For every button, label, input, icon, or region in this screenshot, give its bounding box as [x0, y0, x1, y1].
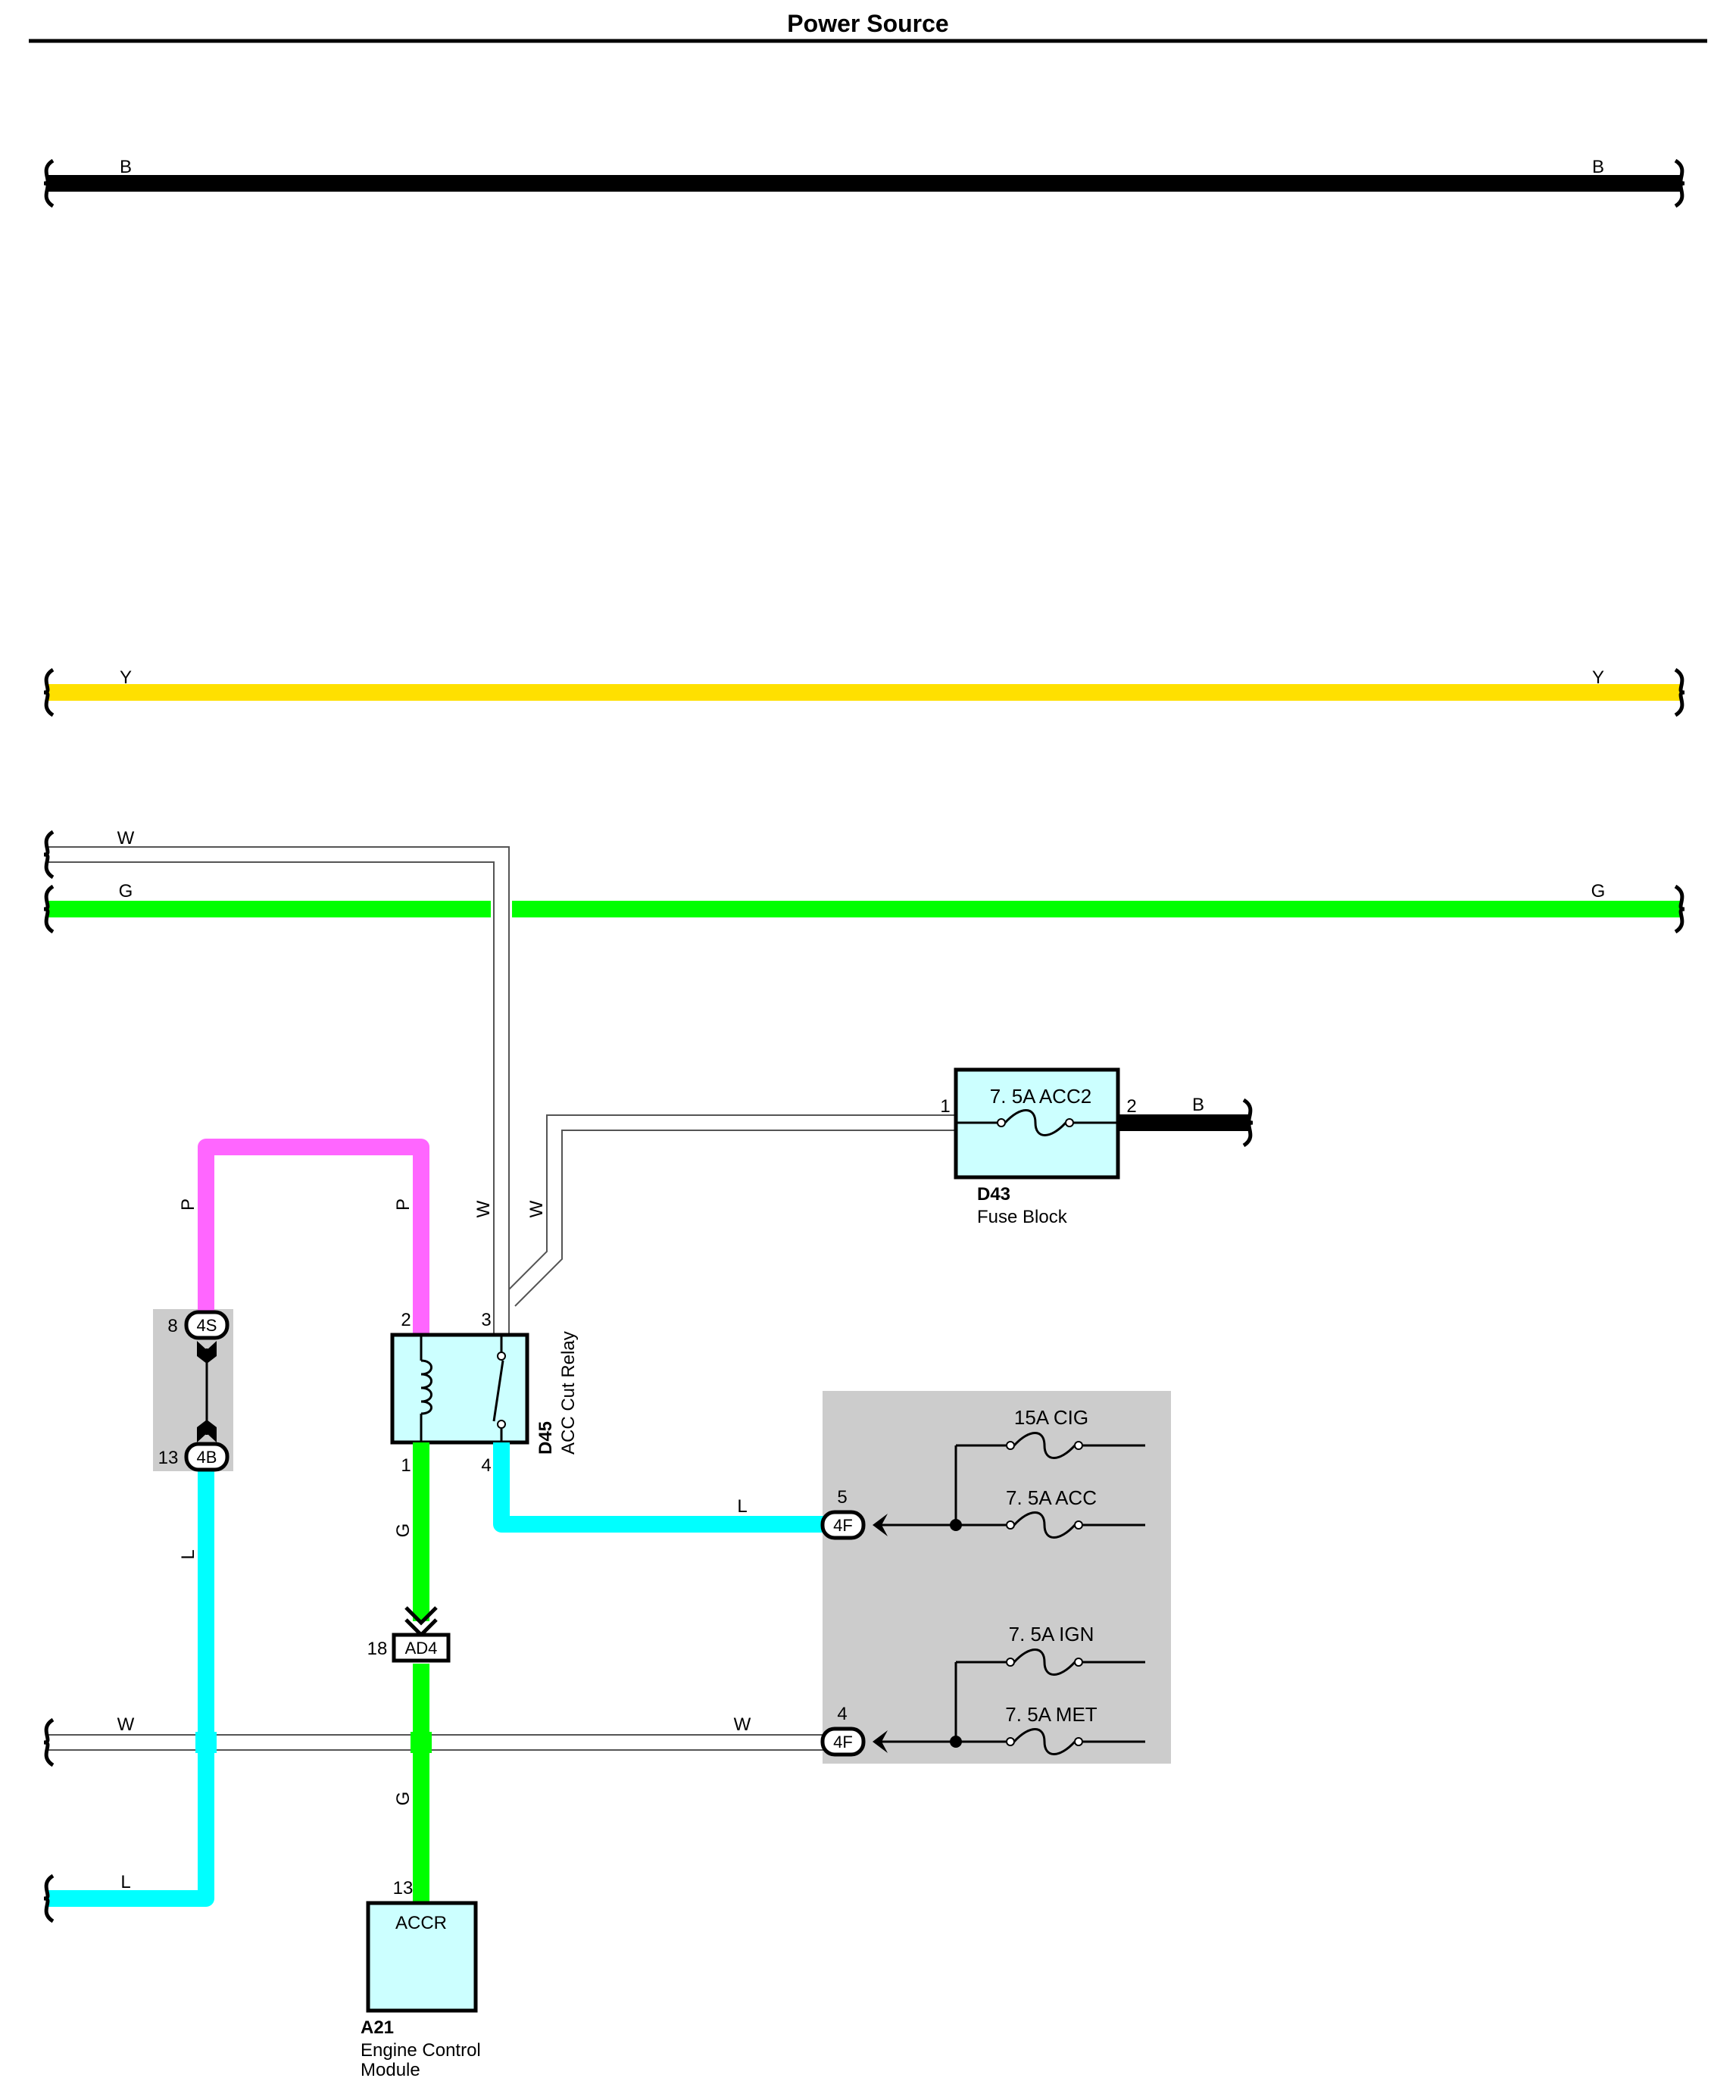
fuse-met: 7. 5A MET [1005, 1703, 1145, 1755]
relay-pin-2: 2 [401, 1310, 411, 1330]
wire-l-left [47, 1456, 214, 1907]
wire-w-bottom: W W [43, 1714, 826, 1767]
wire-l-left-break [43, 1873, 55, 1923]
fuse-acc: 7. 5A ACC [1006, 1486, 1145, 1539]
page-title: Power Source [787, 10, 948, 37]
fuse-block-pin-1: 1 [940, 1096, 950, 1117]
relay-pin-4: 4 [481, 1455, 491, 1476]
bus-b-right-break [1674, 158, 1685, 208]
wire-g-ecm-label: G [393, 1792, 414, 1806]
wire-l-left-label: L [178, 1549, 198, 1559]
connector-4b: 4B 13 [158, 1442, 229, 1472]
relay-code: D45 [535, 1421, 556, 1455]
bus-y-left-break [43, 667, 55, 717]
junction-block: 4F 5 4F 4 15A CIG 7. 5A ACC [820, 1406, 1145, 1757]
wire-b-fuse-out-label: B [1192, 1095, 1204, 1115]
wire-w-top-label: W [117, 828, 135, 848]
connector-4b-pin: 13 [158, 1448, 179, 1468]
wire-w-bottom-left-label: W [117, 1714, 135, 1735]
bus-g-right-break [1674, 884, 1685, 934]
ecm-pin: 13 [393, 1878, 414, 1898]
bus-y-left-label: Y [120, 667, 132, 688]
wire-p-right-label: P [393, 1198, 414, 1211]
junction-block-background [823, 1391, 1171, 1764]
connector-4f-upper-label: 4F [833, 1516, 853, 1535]
wire-p [198, 1139, 429, 1335]
relay-name: ACC Cut Relay [558, 1331, 579, 1455]
wire-w-relay-label-2: W [526, 1200, 547, 1217]
fuse-acc-label: 7. 5A ACC [1006, 1486, 1097, 1509]
connector-4f-lower-pin: 4 [837, 1704, 847, 1724]
wire-w-bottom-mid-label: W [734, 1714, 751, 1735]
bus-g-left-break [43, 884, 55, 934]
fuse-cig-label: 15A CIG [1014, 1406, 1088, 1429]
connector-4s-4b-link [197, 1341, 217, 1442]
fuse-block-code: D43 [977, 1184, 1010, 1205]
wire-b-fuse-out-break [1242, 1098, 1254, 1148]
fuse-block-d43: 7. 5A ACC2 1 2 D43 Fuse Block [940, 1067, 1137, 1227]
bus-b-right-label: B [1592, 157, 1604, 177]
connector-4f-lower-label: 4F [833, 1733, 853, 1752]
wire-g-relay-label: G [393, 1523, 414, 1538]
connector-ad4-pin: 18 [367, 1639, 388, 1659]
connector-4f-lower-arrow [873, 1730, 888, 1753]
ecm-code: A21 [361, 2017, 394, 2038]
wire-w-relay-label-1: W [473, 1200, 494, 1217]
fuse-block-pin-2: 2 [1126, 1096, 1136, 1117]
relay-switch-symbol [492, 1360, 504, 1422]
fuse-ign: 7. 5A IGN [1006, 1623, 1145, 1676]
relay-d45: 2 3 1 4 D45 ACC Cut Relay [390, 1310, 579, 1476]
connector-ad4-label: AD4 [405, 1639, 438, 1658]
bus-y-right-break [1674, 667, 1685, 717]
connector-4s: 4S 8 [167, 1310, 229, 1340]
bus-g-right-label: G [1591, 881, 1606, 902]
wire-w-top: W [43, 828, 510, 1342]
ecm-name-line1: Engine Control [361, 2040, 481, 2061]
fuse-acc2-label: 7. 5A ACC2 [990, 1085, 1091, 1108]
connector-4f-upper-pin: 5 [837, 1487, 847, 1508]
connector-4b-label: 4B [197, 1448, 217, 1467]
wire-w-top-break [43, 830, 55, 880]
ecm-a21: ACCR 13 A21 Engine Control Module [361, 1878, 481, 2080]
ecm-name-line2: Module [361, 2060, 420, 2080]
bus-y: Y Y [43, 667, 1685, 717]
fuse-cig: 15A CIG [1006, 1406, 1145, 1459]
wire-p-left-label: P [178, 1198, 198, 1211]
wire-l-relay-out [493, 1442, 826, 1533]
connector-4f-upper-arrow [873, 1514, 888, 1536]
bus-b: B B [43, 157, 1685, 208]
fuse-met-label: 7. 5A MET [1005, 1703, 1097, 1726]
connector-4f-upper [820, 1510, 866, 1540]
fuse-ign-label: 7. 5A IGN [1009, 1623, 1094, 1645]
fuse-block-name: Fuse Block [977, 1207, 1068, 1227]
wire-w-bottom-break [43, 1717, 55, 1767]
ecm-terminal-label: ACCR [395, 1913, 447, 1933]
connector-4f-lower [820, 1727, 866, 1757]
connector-4s-pin: 8 [167, 1316, 177, 1336]
relay-coil-symbol [420, 1359, 432, 1415]
wire-l-relay-out-label: L [737, 1496, 747, 1517]
bus-b-left-break [43, 158, 55, 208]
bus-g: G G [43, 881, 1685, 934]
wire-w-fuse-to-relay [508, 1114, 956, 1307]
fuse-acc2-symbol [1004, 1109, 1067, 1136]
bus-l-left-label: L [120, 1872, 130, 1892]
bus-g-left-label: G [119, 881, 133, 902]
connector-4s-label: 4S [197, 1316, 217, 1335]
bus-y-right-label: Y [1592, 667, 1604, 688]
relay-pin-3: 3 [481, 1310, 491, 1330]
bus-b-left-label: B [120, 157, 132, 177]
connector-ad4: AD4 18 [367, 1606, 451, 1663]
relay-pin-1: 1 [401, 1455, 411, 1476]
